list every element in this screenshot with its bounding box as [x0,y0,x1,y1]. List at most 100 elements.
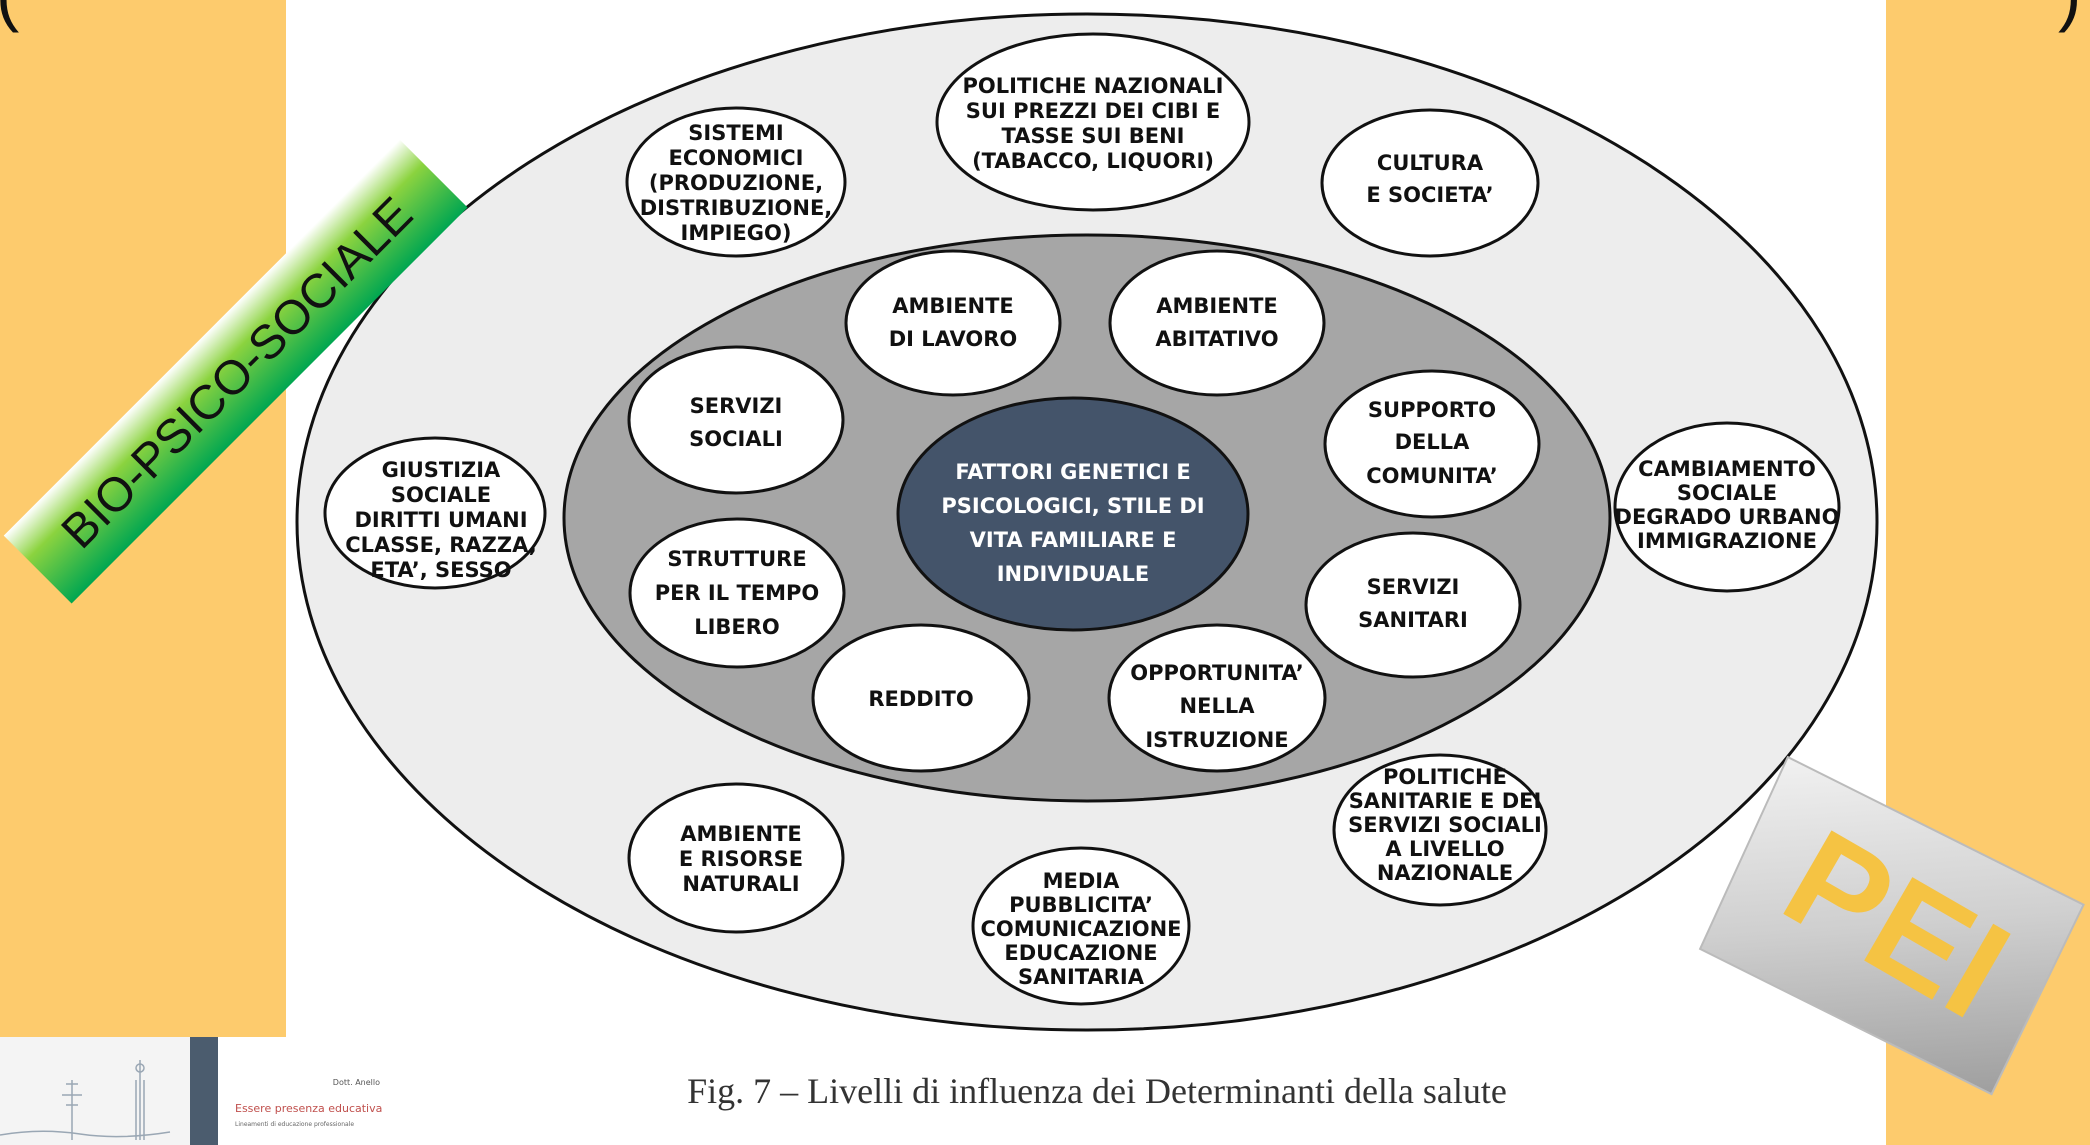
node-ellipse [625,106,847,258]
core-line-2: PSICOLOGICI, STILE DI [941,494,1204,518]
node-label-line-2: PER IL TEMPO [655,581,820,605]
node-ellipse [935,32,1251,212]
figure-caption: Fig. 7 – Livelli di influenza dei Determ… [687,1071,1507,1111]
node-label-line-2: E SOCIETA’ [1366,183,1493,207]
node-label-line-1: MEDIA [1043,869,1120,893]
node-ellipse [323,436,547,590]
node-label-line-4: CLASSE, RAZZA, [345,533,536,557]
node-label-line-1: SISTEMI [688,121,783,145]
node-label-line-1: AMBIENTE [680,822,802,846]
node-servizi-sanitari: SERVIZI SANITARI [1304,531,1522,679]
node-label-line-2: ABITATIVO [1155,327,1278,351]
node-label-line-1: REDDITO [868,687,973,711]
tower-illustration [0,1060,171,1140]
node-label-line-1: SERVIZI [690,394,783,418]
book-spine [190,1037,218,1145]
node-ellipse [1108,249,1326,397]
node-ellipse [1332,753,1548,907]
node-label-line-4: EDUCAZIONE [1004,941,1157,965]
node-label-line-2: PUBBLICITA’ [1009,893,1153,917]
node-label-line-2: SOCIALI [689,427,783,451]
node-ellipse [1613,421,1841,593]
node-ellipse [1323,369,1541,519]
node-ambiente-abitativo: AMBIENTE ABITATIVO [1108,249,1326,397]
node-label-line-5: NAZIONALE [1377,861,1513,885]
node-ellipse [971,846,1191,1006]
book-author: Dott. Anello [333,1078,380,1087]
node-label-line-2: DI LAVORO [889,327,1018,351]
node-label-line-2: SOCIALE [391,483,491,507]
core-ellipse [896,396,1250,632]
node-label-line-1: SERVIZI [1367,575,1460,599]
node-ellipse [627,782,845,934]
node-cambiamento-sociale: CAMBIAMENTO SOCIALE DEGRADO URBANO IMMIG… [1613,421,1841,593]
node-politiche-sanitarie: POLITICHE SANITARIE E DEI SERVIZI SOCIAL… [1332,753,1548,907]
book-subtitle: Lineamenti di educazione professionale [235,1121,354,1128]
node-label-line-3: ISTRUZIONE [1145,728,1288,752]
node-label-line-1: GIUSTIZIA [382,458,501,482]
node-label-line-1: SUPPORTO [1368,398,1496,422]
node-label-line-2: SANITARIE E DEI [1349,789,1542,813]
determinants-diagram: FATTORI GENETICI E PSICOLOGICI, STILE DI… [295,12,1879,1032]
node-supporto-comunita: SUPPORTO DELLA COMUNITA’ [1323,369,1541,519]
node-label-line-1: STRUTTURE [667,547,806,571]
core-line-1: FATTORI GENETICI E [955,460,1190,484]
node-servizi-sociali: SERVIZI SOCIALI [627,345,845,495]
node-label-line-2: ECONOMICI [669,146,804,170]
node-label-line-1: CULTURA [1377,151,1484,175]
node-label-line-1: OPPORTUNITA’ [1130,661,1303,685]
book-title: Essere presenza educativa [235,1102,382,1115]
node-ellipse [627,345,845,495]
cropped-top-glyph-right: ) [2058,0,2081,33]
node-label-line-1: POLITICHE [1383,765,1507,789]
node-ellipse [1304,531,1522,679]
node-ellipse [1320,108,1540,258]
node-label-line-2: SOCIALE [1677,481,1777,505]
node-giustizia-sociale: GIUSTIZIA SOCIALE DIRITTI UMANI CLASSE, … [323,436,547,590]
node-label-line-3: DIRITTI UMANI [354,508,527,532]
node-label-line-5: SANITARIA [1018,965,1145,989]
core-node: FATTORI GENETICI E PSICOLOGICI, STILE DI… [896,396,1250,632]
node-reddito: REDDITO [811,623,1031,773]
node-label-line-3: COMUNITA’ [1366,464,1498,488]
node-opportunita-istruzione: OPPORTUNITA’ NELLA ISTRUZIONE [1107,623,1327,773]
node-label-line-3: NATURALI [682,872,799,896]
node-label-line-4: IMMIGRAZIONE [1637,529,1817,553]
node-label-line-2: E RISORSE [679,847,803,871]
node-label-line-3: COMUNICAZIONE [980,917,1181,941]
core-line-3: VITA FAMILIARE E [970,528,1177,552]
node-ellipse [628,517,846,669]
node-label-line-2: SUI PREZZI DEI CIBI E [966,99,1220,123]
node-label-line-4: (TABACCO, LIQUORI) [972,149,1214,173]
core-line-4: INDIVIDUALE [997,562,1150,586]
node-label-line-2: DELLA [1395,430,1471,454]
node-strutture-tempo-libero: STRUTTURE PER IL TEMPO LIBERO [628,517,846,669]
node-label-line-3: DEGRADO URBANO [1615,505,1840,529]
node-label-line-5: ETA’, SESSO [370,558,511,582]
node-label-line-5: IMPIEGO) [681,221,792,245]
node-politiche-nazionali: POLITICHE NAZIONALI SUI PREZZI DEI CIBI … [935,32,1251,212]
node-label-line-3: LIBERO [694,615,780,639]
node-sistemi-economici: SISTEMI ECONOMICI (PRODUZIONE, DISTRIBUZ… [625,106,847,258]
node-label-line-1: AMBIENTE [1156,294,1278,318]
node-ellipse [844,249,1062,397]
node-label-line-3: (PRODUZIONE, [649,171,823,195]
node-media: MEDIA PUBBLICITA’ COMUNICAZIONE EDUCAZIO… [971,846,1191,1006]
node-ambiente-lavoro: AMBIENTE DI LAVORO [844,249,1062,397]
node-label-line-1: POLITICHE NAZIONALI [963,74,1224,98]
node-label-line-4: DISTRIBUZIONE, [640,196,833,220]
node-label-line-1: CAMBIAMENTO [1638,457,1816,481]
cropped-top-glyph-left: ( [0,0,19,33]
book-cover-right-panel [218,1037,400,1145]
node-label-line-4: A LIVELLO [1385,837,1504,861]
node-ellipse [811,623,1031,773]
book-cover-thumbnail: Dott. Anello Essere presenza educativa L… [0,1037,400,1145]
node-ambiente-risorse: AMBIENTE E RISORSE NATURALI [627,782,845,934]
node-label-line-3: SERVIZI SOCIALI [1348,813,1542,837]
node-ellipse [1107,623,1327,773]
node-label-line-1: AMBIENTE [892,294,1014,318]
node-cultura-societa: CULTURA E SOCIETA’ [1320,108,1540,258]
node-label-line-3: TASSE SUI BENI [1002,124,1185,148]
node-label-line-2: SANITARI [1358,608,1468,632]
